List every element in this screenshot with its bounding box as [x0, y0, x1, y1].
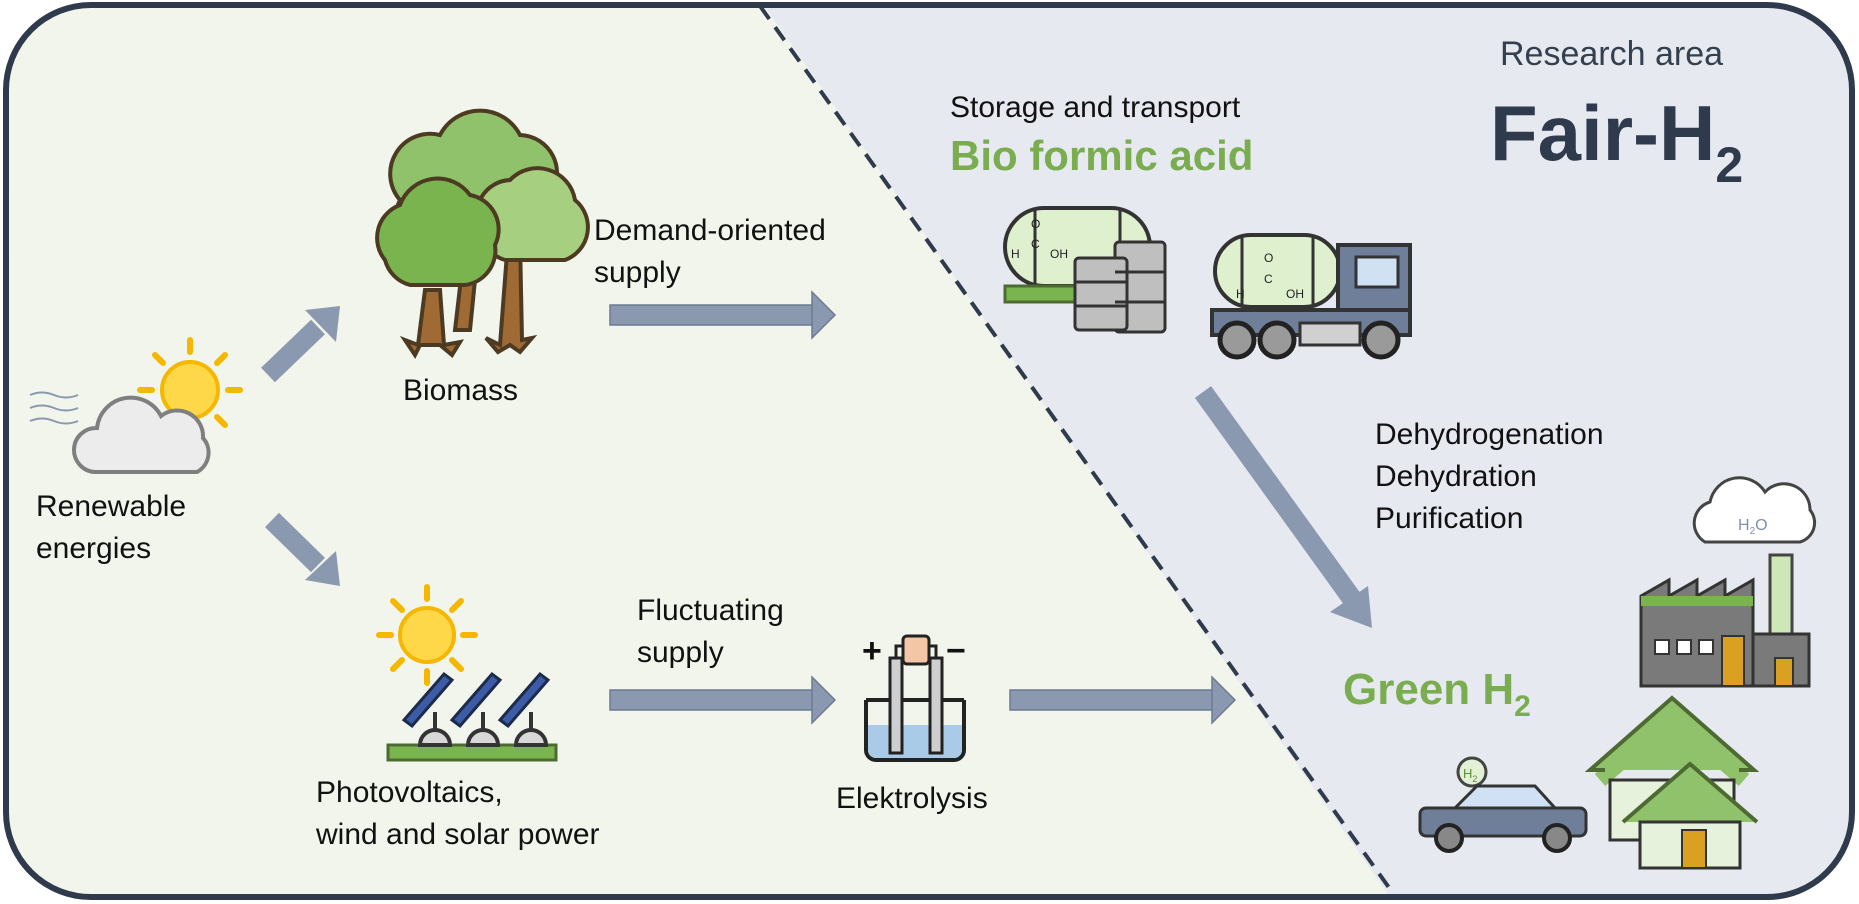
barrels-icon: [1073, 240, 1167, 334]
arrow-fluctuating-supply: [609, 675, 837, 725]
research-title: Fair-H2: [1490, 89, 1743, 193]
step-purification: Purification: [1375, 502, 1523, 535]
renewable-label-line1: Renewable: [36, 490, 186, 523]
fluct-label-line2: supply: [637, 636, 724, 669]
renewable-energies-icon: [29, 337, 243, 474]
car-h2-badge: H2: [1463, 766, 1477, 784]
storage-tank-icon: H C O OH: [1003, 206, 1167, 334]
trees-icon: [375, 108, 590, 359]
sun-icon: [137, 337, 243, 428]
wind-icon: [29, 391, 79, 425]
step-dehydrogenation: Dehydrogenation: [1375, 418, 1604, 451]
fluct-label-line1: Fluctuating: [637, 594, 784, 627]
green-h2-label: Green H2: [1343, 665, 1531, 723]
svg-text:C: C: [1031, 237, 1040, 251]
bio-formic-acid-label: Bio formic acid: [950, 132, 1253, 179]
svg-text:OH: OH: [1050, 247, 1068, 261]
arrow-to-photovoltaics: [265, 512, 340, 586]
cloud-icon: [72, 395, 211, 474]
truck-formula: H C O OH: [1236, 251, 1304, 301]
pv-sun-icon: [376, 584, 478, 686]
storage-heading: Storage and transport: [950, 91, 1241, 124]
svg-text:H: H: [1236, 287, 1245, 301]
svg-text:O: O: [1264, 251, 1273, 265]
demand-label-line1: Demand-oriented: [594, 214, 826, 247]
renewable-label-line2: energies: [36, 532, 151, 565]
houses-icon: [1584, 695, 1760, 870]
step-dehydration: Dehydration: [1375, 460, 1537, 493]
pv-label-line1: Photovoltaics,: [316, 776, 503, 809]
minus-sign: −: [946, 632, 966, 670]
biomass-label: Biomass: [403, 374, 518, 407]
research-area-label: Research area: [1500, 35, 1723, 73]
plus-sign: +: [862, 632, 882, 670]
arrow-electrolysis-to-h2: [1009, 675, 1237, 725]
outer-frame: [3, 2, 1855, 900]
svg-text:H: H: [1011, 247, 1020, 261]
region-divider: [758, 4, 1397, 898]
formic-acid-formula: H C O OH: [1011, 217, 1068, 261]
arrow-to-biomass: [261, 306, 340, 383]
tanker-truck-icon: H C O OH: [1210, 233, 1412, 360]
demand-label-line2: supply: [594, 256, 681, 289]
svg-text:C: C: [1264, 272, 1273, 286]
car-icon: H2: [1418, 756, 1588, 853]
arrow-to-green-h2: [1194, 386, 1372, 628]
solar-panels-icon: [386, 671, 558, 762]
svg-text:OH: OH: [1286, 287, 1304, 301]
electrolysis-label: Elektrolysis: [836, 782, 988, 815]
electrolysis-icon: + −: [862, 632, 966, 762]
arrow-demand-supply: [609, 290, 837, 340]
pv-label-line2: wind and solar power: [315, 818, 600, 851]
factory-icon: H2O: [1639, 476, 1817, 688]
h2o-label: H2O: [1738, 517, 1768, 537]
svg-text:O: O: [1031, 217, 1040, 231]
